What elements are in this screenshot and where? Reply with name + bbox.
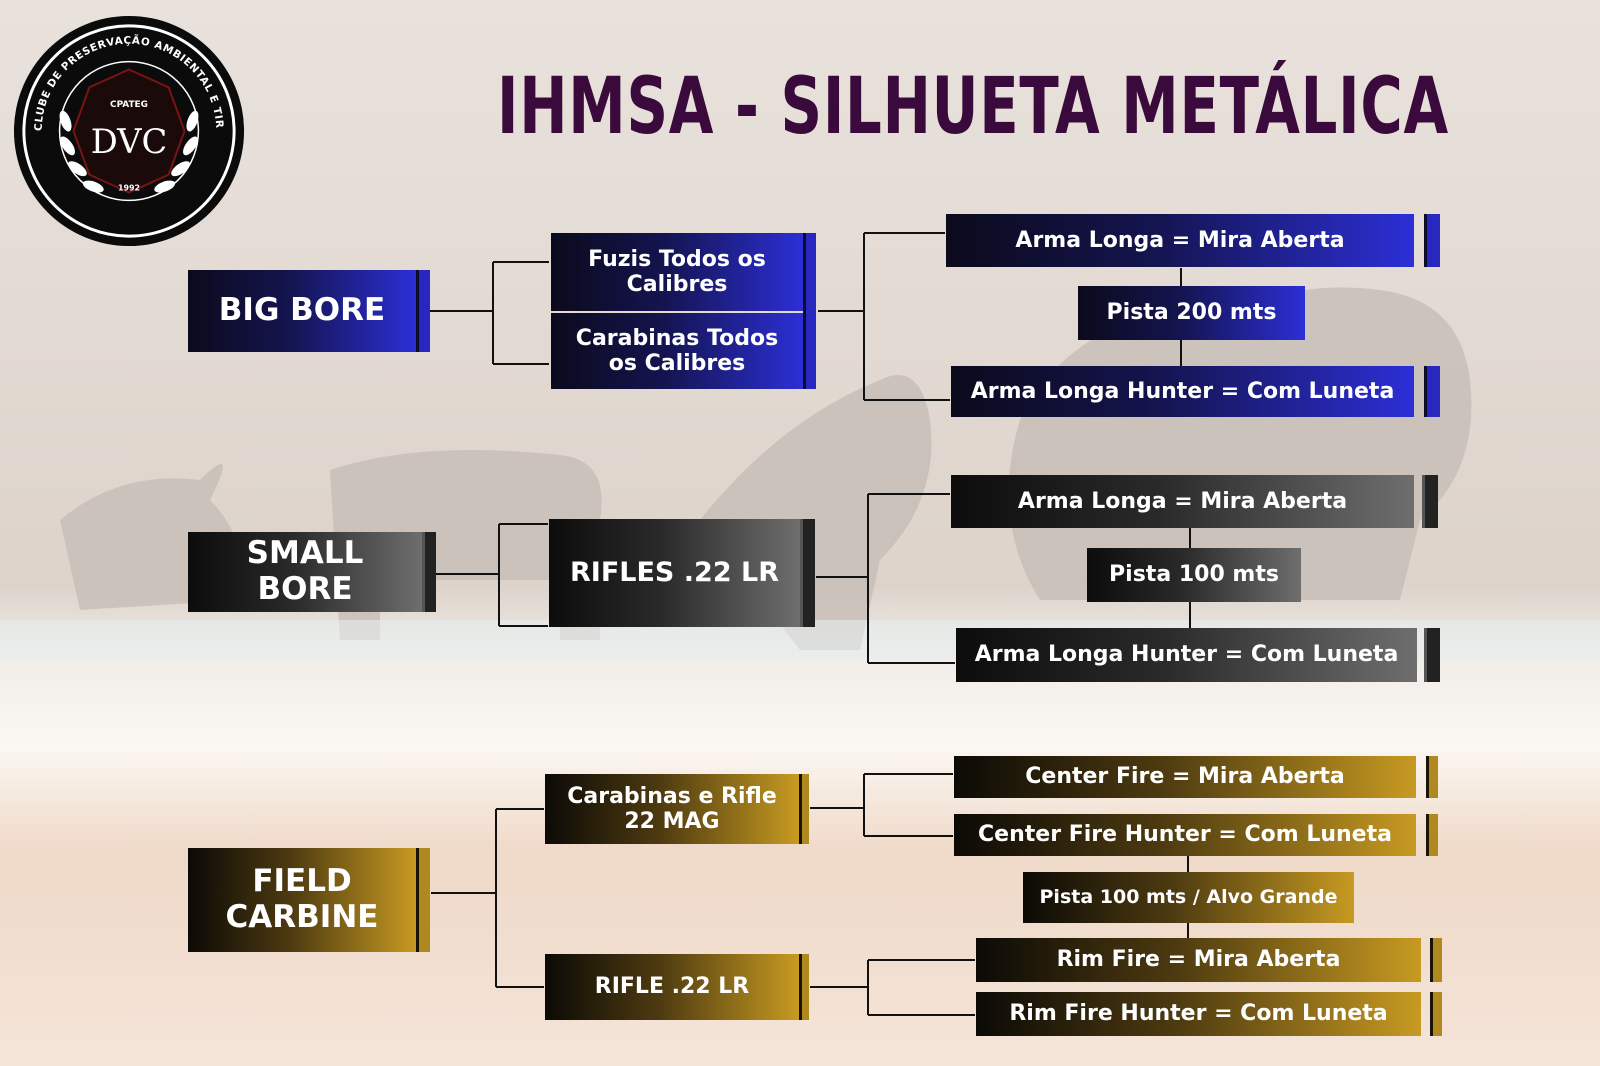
field-carbine-weapon-22lr: RIFLE .22 LR <box>545 954 799 1020</box>
field-carbine-weapon-mag: Carabinas e Rifle 22 MAG <box>545 774 799 844</box>
small-bore-class-open-sight: Arma Longa = Mira Aberta <box>951 475 1414 528</box>
big-bore-class-open-sight: Arma Longa = Mira Aberta <box>946 214 1414 267</box>
club-logo: CLUBE DE PRESERVAÇÃO AMBIENTAL E TIRO ES… <box>10 12 245 247</box>
field-carbine-category: FIELD CARBINE <box>188 848 416 952</box>
big-bore-category-tab <box>416 270 430 352</box>
small-bore-weapon-tab <box>800 519 815 627</box>
small-bore-weapon-rifles: RIFLES .22 LR <box>549 519 800 627</box>
field-carbine-center-fire-open: Center Fire = Mira Aberta <box>954 756 1416 798</box>
field-carbine-class-4-tab <box>1430 992 1442 1036</box>
big-bore-class-scope: Arma Longa Hunter = Com Luneta <box>951 366 1414 417</box>
small-bore-class-1-tab <box>1422 475 1438 528</box>
logo-abbr: CPATEG <box>110 100 148 110</box>
page-title: IHMSA - SILHUETA METÁLICA <box>497 62 1449 152</box>
logo-monogram: DVC <box>91 122 168 161</box>
field-carbine-class-1-tab <box>1426 756 1438 798</box>
field-carbine-rim-fire-scope: Rim Fire Hunter = Com Luneta <box>976 992 1421 1036</box>
big-bore-class-2-tab <box>1424 366 1440 417</box>
big-bore-weapon-carbines: Carabinas Todos os Calibres <box>551 313 803 389</box>
big-bore-weapon-rifles: Fuzis Todos os Calibres <box>551 233 803 311</box>
laurel-left-icon <box>59 110 104 193</box>
field-carbine-class-3-tab <box>1430 938 1442 982</box>
field-carbine-track: Pista 100 mts / Alvo Grande <box>1023 872 1354 923</box>
big-bore-track: Pista 200 mts <box>1078 286 1305 340</box>
big-bore-category: BIG BORE <box>188 270 416 352</box>
big-bore-weapon-tab <box>803 233 816 389</box>
small-bore-class-2-tab <box>1424 628 1440 682</box>
field-carbine-weapon-1-tab <box>799 774 809 844</box>
small-bore-category: SMALL BORE <box>188 532 422 612</box>
field-carbine-weapon-2-tab <box>799 954 809 1020</box>
big-bore-class-1-tab <box>1424 214 1440 267</box>
small-bore-category-tab <box>422 532 436 612</box>
small-bore-track: Pista 100 mts <box>1087 548 1301 602</box>
laurel-right-icon <box>154 110 199 193</box>
logo-year: 1992 <box>118 183 140 192</box>
field-carbine-class-2-tab <box>1426 814 1438 856</box>
field-carbine-center-fire-scope: Center Fire Hunter = Com Luneta <box>954 814 1416 856</box>
field-carbine-rim-fire-open: Rim Fire = Mira Aberta <box>976 938 1421 982</box>
small-bore-class-scope: Arma Longa Hunter = Com Luneta <box>956 628 1417 682</box>
field-carbine-category-tab <box>416 848 430 952</box>
